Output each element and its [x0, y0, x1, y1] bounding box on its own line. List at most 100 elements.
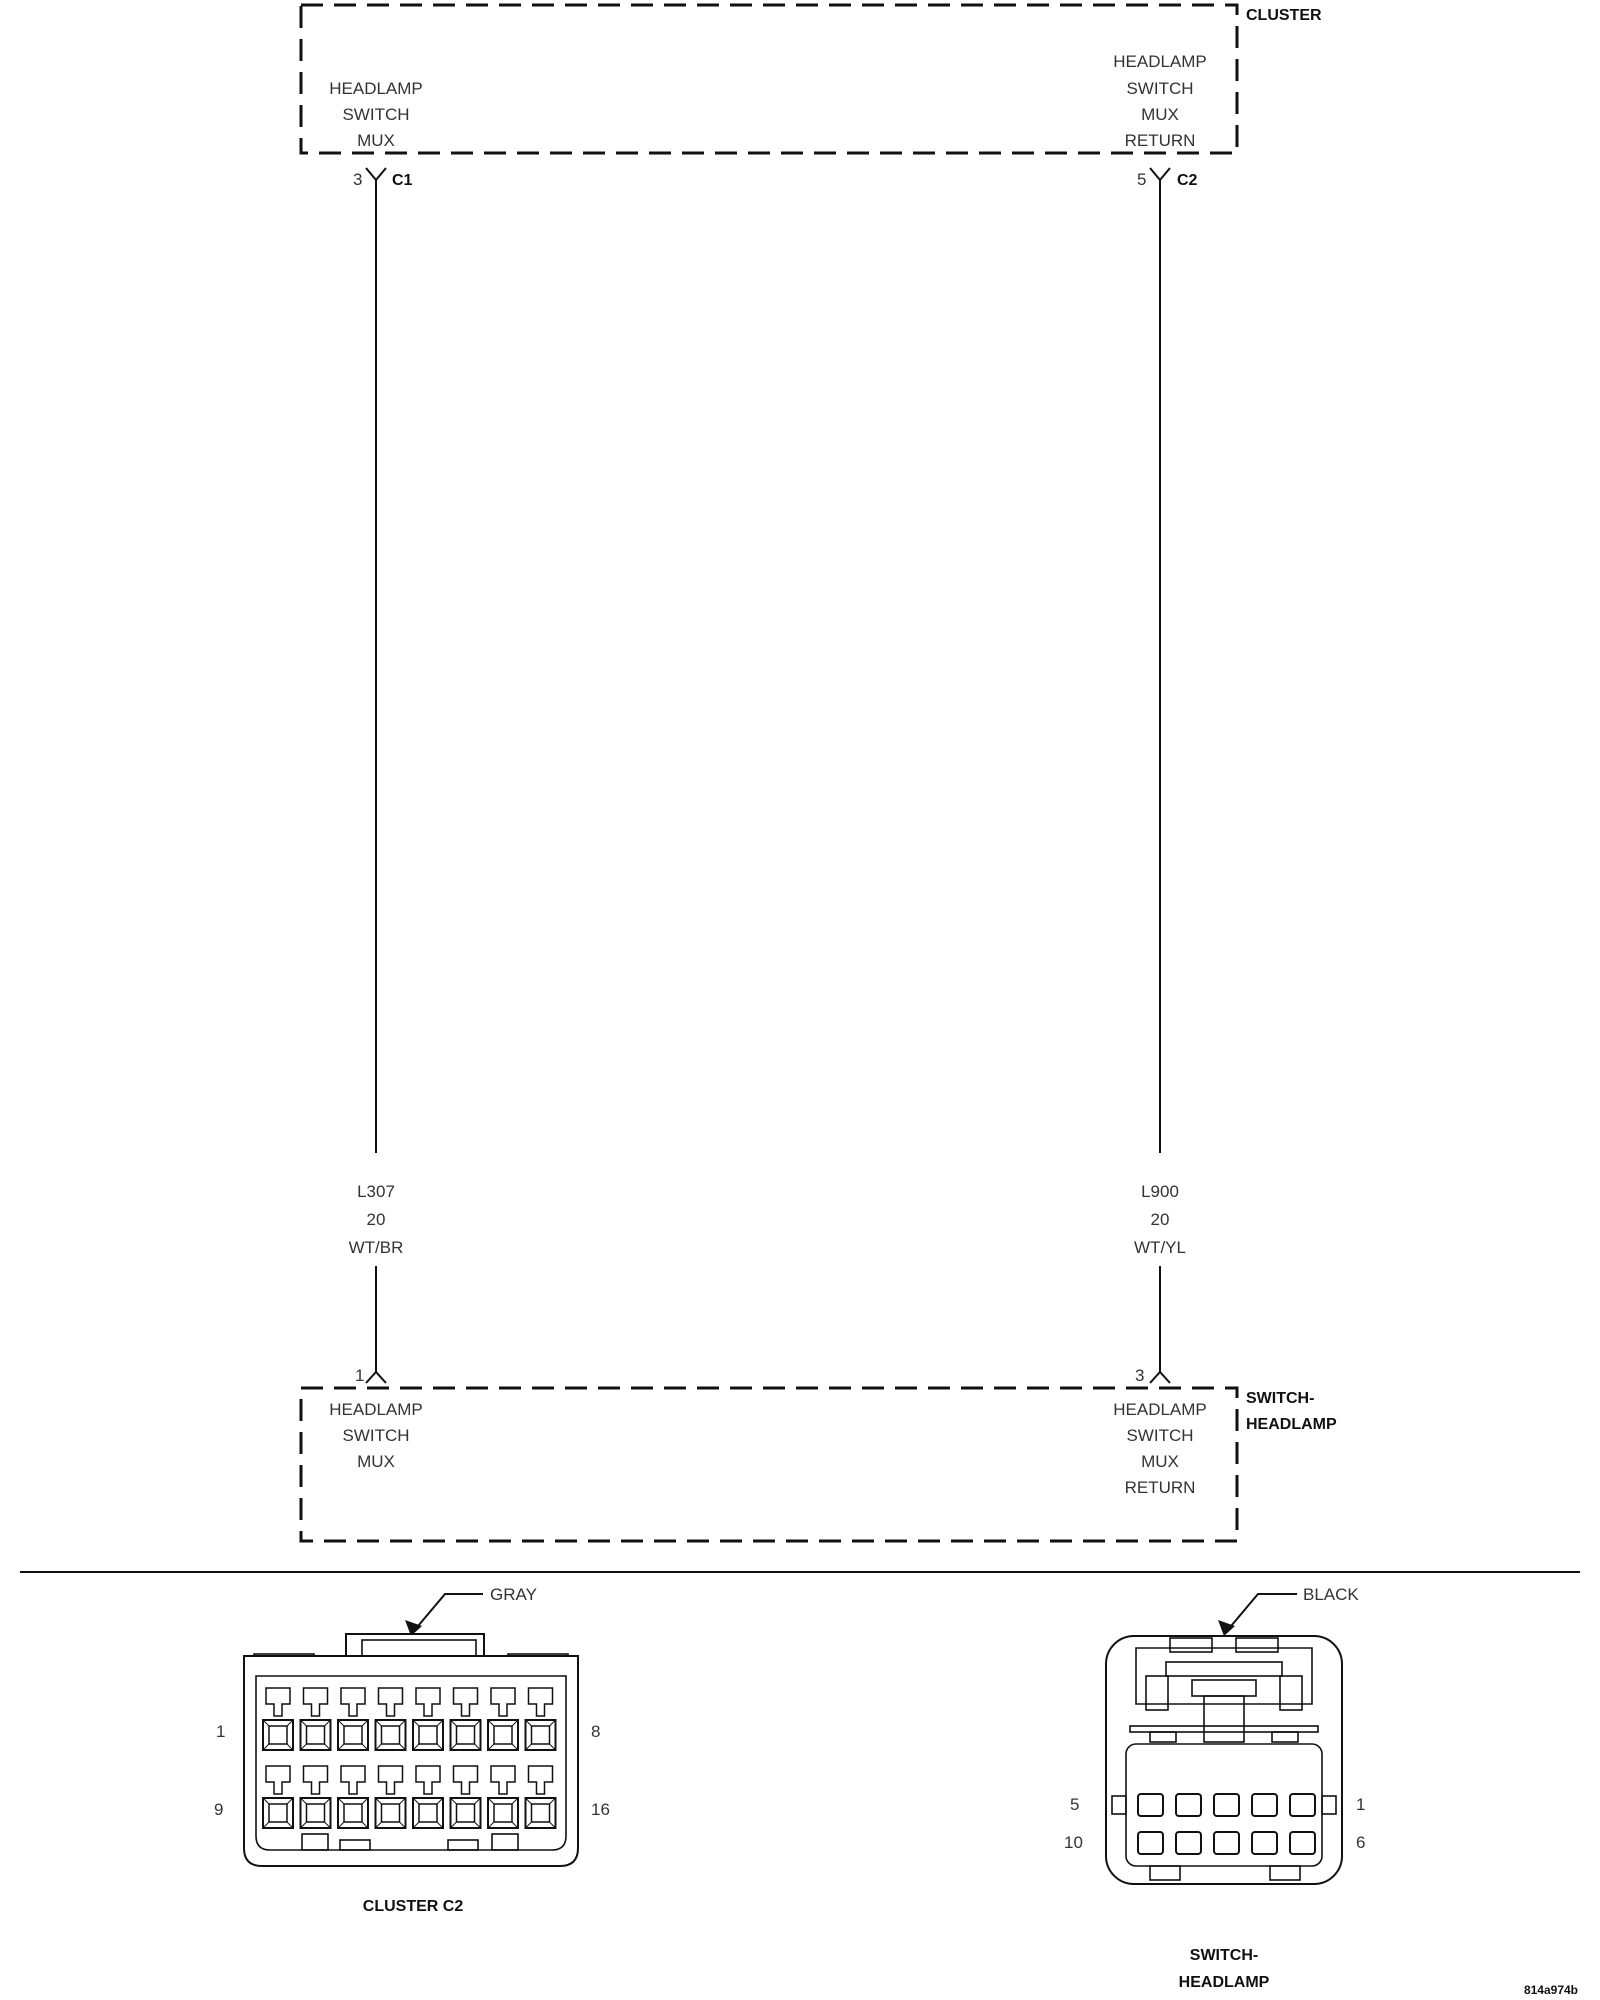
latch-detail: [1169, 1637, 1213, 1653]
circuit-number: L900: [1141, 1182, 1179, 1201]
cavity-grid: [1137, 1793, 1316, 1855]
pin-cavity: [1137, 1831, 1164, 1855]
bottom-tab: [447, 1839, 479, 1851]
pin-cavity: [487, 1687, 519, 1751]
pin-label: 9: [214, 1800, 223, 1819]
switch-headlamp-dashed-box: [299, 1386, 1239, 1543]
switch-right-func-line: RETURN: [1125, 1478, 1196, 1497]
cluster-right-pin-function: HEADLAMP SWITCH MUX RETURN: [1113, 52, 1207, 150]
pin-cavity: [299, 1765, 332, 1829]
connector-body: [1105, 1635, 1343, 1885]
pin-cavity: [1251, 1831, 1278, 1855]
cluster-right-func-line: MUX: [1141, 105, 1179, 124]
cluster-dashed-box: [299, 3, 1239, 155]
pin-cavity: [412, 1687, 444, 1751]
pin-cavity: [262, 1687, 294, 1751]
figure-id: 814a974b: [1524, 1983, 1578, 1997]
wire-gauge: 20: [1151, 1210, 1170, 1229]
pin-label: 5: [1070, 1795, 1079, 1814]
latch-frame: [1135, 1647, 1313, 1705]
pin-cavity: [374, 1687, 407, 1751]
pin-cavity: [449, 1765, 482, 1829]
circuit-l900: 5 C2 L900 20 WT/YL 3: [1134, 167, 1198, 1385]
switch-headlamp-connector-view: BLACK 5 1 10 6 SWITCH- HEADLAMP: [1064, 1585, 1365, 1991]
bottom-tab: [301, 1833, 329, 1851]
pin-cavity: [1175, 1831, 1202, 1855]
wire-color: WT/BR: [349, 1238, 404, 1257]
switch-left-func-line: SWITCH: [342, 1426, 409, 1445]
pin-cavity: [487, 1765, 519, 1829]
cluster-name: CLUSTER: [1246, 7, 1322, 24]
pin-number: 5: [1137, 170, 1146, 189]
pin-number: 3: [1135, 1366, 1144, 1385]
switch-right-func-line: SWITCH: [1126, 1426, 1193, 1445]
cluster-right-func-line: SWITCH: [1126, 79, 1193, 98]
color-label: GRAY: [490, 1585, 537, 1604]
pin-cavity: [374, 1765, 407, 1829]
pin-cavity: [1213, 1831, 1240, 1855]
pin-label: 16: [591, 1800, 610, 1819]
switch-right-func-line: MUX: [1141, 1452, 1179, 1471]
connector-latch: [345, 1633, 485, 1656]
connector-id: C2: [1177, 172, 1198, 189]
pin-label: 1: [1356, 1795, 1365, 1814]
pin-label: 8: [591, 1722, 600, 1741]
pin-label: 1: [216, 1722, 225, 1741]
connector-pin-symbol: [365, 167, 387, 182]
connector-pin-symbol: [365, 1370, 387, 1384]
pin-cavity: [524, 1687, 557, 1751]
cluster-left-pin-function: HEADLAMP SWITCH MUX: [329, 79, 423, 150]
switch-left-func-line: MUX: [357, 1452, 395, 1471]
color-callout-leader: [1225, 1593, 1297, 1633]
side-tab: [1321, 1795, 1337, 1815]
connector-pin-symbol: [1149, 167, 1171, 182]
pin-cavity: [262, 1765, 294, 1829]
color-callout-leader: [412, 1593, 483, 1633]
latch-detail: [1165, 1661, 1283, 1677]
pin-number: 3: [353, 170, 362, 189]
pin-cavity: [1175, 1793, 1202, 1817]
cluster-component: CLUSTER HEADLAMP SWITCH MUX HEADLAMP SWI…: [299, 3, 1322, 155]
cluster-right-func-line: HEADLAMP: [1113, 52, 1207, 71]
wire-gauge: 20: [367, 1210, 386, 1229]
color-label: BLACK: [1303, 1585, 1359, 1604]
cluster-c2-connector-view: GRAY 1 8 9 16 CLUSTER C2: [214, 1585, 610, 1915]
switch-headlamp-name-line: HEADLAMP: [1246, 1416, 1337, 1433]
connector-id: C1: [392, 172, 413, 189]
latch-detail: [1235, 1637, 1279, 1653]
pin-cavity: [1289, 1793, 1316, 1817]
pin-cavity: [1213, 1793, 1240, 1817]
pin-cavity: [412, 1765, 444, 1829]
wire-label: L307 20 WT/BR: [349, 1182, 404, 1257]
bottom-tab: [1149, 1865, 1181, 1881]
switch-right-func-line: HEADLAMP: [1113, 1400, 1207, 1419]
wire-label: L900 20 WT/YL: [1134, 1182, 1186, 1257]
switch-left-pin-function: HEADLAMP SWITCH MUX: [329, 1400, 423, 1471]
cluster-left-func-line: MUX: [357, 131, 395, 150]
circuit-number: L307: [357, 1182, 395, 1201]
pin-cavity: [449, 1687, 482, 1751]
cluster-left-func-line: SWITCH: [342, 105, 409, 124]
pin-cavity: [1289, 1831, 1316, 1855]
switch-headlamp-name-line: SWITCH-: [1246, 1390, 1314, 1407]
side-tab: [1111, 1795, 1127, 1815]
cluster-right-func-line: RETURN: [1125, 131, 1196, 150]
latch-detail: [1271, 1731, 1299, 1743]
pin-cavity: [337, 1687, 369, 1751]
wire-color: WT/YL: [1134, 1238, 1186, 1257]
connector-caption: CLUSTER C2: [363, 1898, 464, 1915]
pin-number: 1: [355, 1366, 364, 1385]
pin-cavity: [524, 1765, 557, 1829]
latch-stem: [1203, 1695, 1245, 1743]
connector-pin-symbol: [1149, 1370, 1171, 1384]
switch-right-pin-function: HEADLAMP SWITCH MUX RETURN: [1113, 1400, 1207, 1497]
pin-labels: 5 1 10 6: [1064, 1795, 1365, 1852]
pin-cavity: [1251, 1793, 1278, 1817]
bottom-tab: [1269, 1865, 1301, 1881]
latch-detail: [1129, 1725, 1319, 1733]
connector-caption-line: SWITCH-: [1190, 1947, 1258, 1964]
latch-detail: [1149, 1731, 1177, 1743]
color-callout-arrow: [1218, 1620, 1235, 1636]
connector-body-inner: [255, 1675, 567, 1851]
